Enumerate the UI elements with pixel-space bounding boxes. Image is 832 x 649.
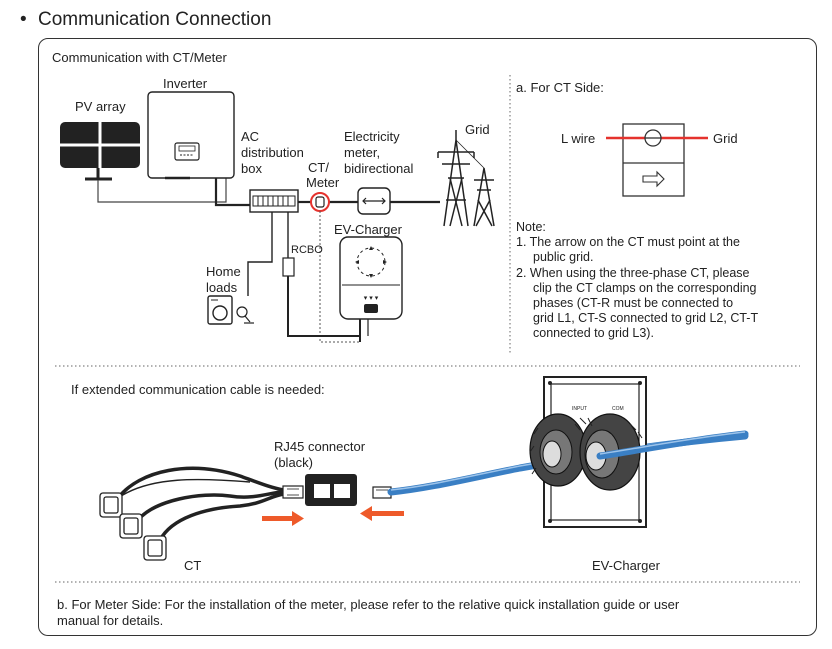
electricity-meter-icon (357, 187, 391, 215)
grid-tower-icon (437, 130, 495, 227)
ct-side-diagram (606, 123, 708, 197)
lamp-icon (236, 306, 254, 324)
ct-clamp-icon (310, 192, 330, 212)
meter-side-line-1: b. For Meter Side: For the installation … (57, 597, 680, 612)
orange-arrows (262, 506, 404, 526)
rj45-label-2: (black) (274, 455, 314, 470)
arrow-icon (642, 170, 665, 188)
rcbo-label: RCBO (291, 244, 323, 256)
rj45-connector-icon (305, 474, 357, 506)
elec-meter-label-2: meter, (344, 145, 381, 160)
ct-side-title: a. For CT Side: (516, 80, 604, 95)
pv-array-label: PV array (75, 99, 126, 114)
home-wire (247, 212, 273, 296)
ct-clamps-cables (99, 466, 304, 561)
ac-box-label-1: AC (241, 129, 260, 144)
note-2d: grid L1, CT-S connected to grid L2, CT-T (533, 311, 759, 325)
washing-machine-icon (207, 295, 233, 325)
ev-charger-bottom-label: EV-Charger (592, 558, 660, 573)
home-loads-label-2: loads (206, 280, 238, 295)
note-1b: public grid. (533, 250, 594, 264)
section-heading: Communication Connection (38, 9, 272, 30)
rcbo-icon (282, 257, 295, 277)
note-2e: connected to grid L3). (533, 326, 654, 340)
ct-meter-label-1: CT/ (308, 160, 329, 175)
ct-label: CT (184, 558, 202, 573)
figure-frame (38, 38, 817, 636)
ac-box-label-2: distribution (241, 145, 304, 160)
pv-array-icon (60, 122, 140, 181)
plate-input-label: INPUT (572, 406, 587, 412)
note-2c: phases (CT-R must be connected to (533, 296, 734, 310)
ev-charger-icon: ▾ ▾ ▾ (339, 236, 403, 342)
ct-grid-label: Grid (713, 131, 738, 146)
grid-label: Grid (465, 122, 490, 137)
note-2b: clip the CT clamps on the corresponding (533, 281, 757, 295)
svg-text:▾ ▾ ▾: ▾ ▾ ▾ (364, 295, 379, 302)
rj45-label-1: RJ45 connector (274, 439, 366, 454)
plate-com-label: COM (612, 406, 624, 412)
inverter-label: Inverter (163, 76, 208, 91)
note-2a: 2. When using the three-phase CT, please (516, 266, 750, 280)
home-loads-label-1: Home (206, 264, 241, 279)
extended-title: If extended communication cable is neede… (71, 382, 325, 397)
meter-side-line-2: manual for details. (57, 613, 164, 628)
elec-meter-label-1: Electricity (344, 129, 400, 144)
note-title: Note: (516, 220, 546, 234)
elec-meter-label-3: bidirectional (344, 161, 414, 176)
panel-title: Communication with CT/Meter (52, 50, 227, 65)
ct-comm-line (319, 211, 360, 343)
ev-charger-label: EV-Charger (334, 222, 402, 237)
ac-box-label-3: box (241, 161, 262, 176)
note-1a: 1. The arrow on the CT must point at the (516, 235, 740, 249)
ac-box-icon (249, 189, 299, 213)
inverter-icon (147, 91, 235, 180)
ct-meter-label-2: Meter (306, 175, 340, 190)
bullet: • (20, 9, 27, 30)
pv-wire (97, 178, 227, 203)
l-wire-label: L wire (561, 131, 596, 146)
inverter-ac-wire (214, 178, 250, 207)
